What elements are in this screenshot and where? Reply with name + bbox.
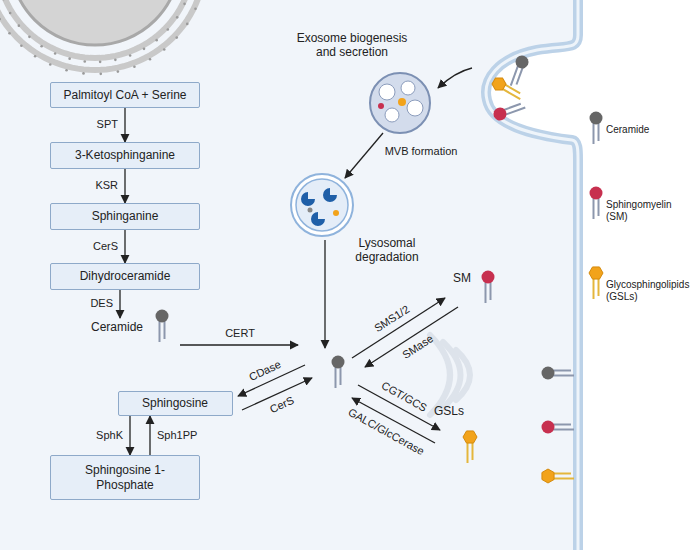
process-box: 3-Ketosphinganine — [50, 142, 200, 169]
process-box: Palmitoyl CoA + Serine — [50, 82, 200, 108]
node-text: Palmitoyl CoA + Serine — [63, 88, 186, 102]
nucleus-er — [0, 0, 203, 75]
mvb — [370, 73, 430, 133]
node-text: Dihydroceramide — [80, 269, 171, 283]
legend-text: Sphingomyelin (SM) — [606, 199, 696, 223]
cer-icon — [507, 54, 530, 89]
pathway-arrows — [180, 68, 472, 443]
enzyme-label: GSLs — [434, 404, 464, 418]
golgi — [430, 335, 470, 415]
reaction-arrow — [124, 230, 125, 263]
process-box: Sphingosine — [118, 391, 233, 416]
reaction-arrow — [124, 108, 125, 142]
process-box: Sphinganine — [50, 203, 200, 230]
gsl-icon — [463, 431, 477, 463]
node-text: Sphingosine 1-Phosphate — [75, 463, 175, 492]
node-text: Sphingosine — [142, 396, 208, 410]
process-box: Dihydroceramide — [50, 263, 200, 290]
reaction-arrow — [124, 169, 125, 203]
sm-icon — [482, 271, 495, 304]
lipid-icons — [156, 54, 604, 483]
node-text: 3-Ketosphinganine — [75, 148, 175, 162]
enzyme-label: CerS — [93, 240, 118, 253]
plasma-membrane — [486, 0, 578, 550]
legend-text: Ceramide — [606, 124, 696, 136]
sm-icon — [590, 187, 603, 220]
lysosome — [291, 174, 353, 236]
enzyme-label: SPT — [97, 118, 118, 131]
gsl-icon — [542, 469, 574, 483]
gsl-icon — [589, 267, 603, 299]
cer-icon — [542, 367, 575, 380]
extracellular-space — [486, 0, 700, 550]
node-text: Ceramide — [91, 320, 143, 334]
sm-icon — [492, 99, 527, 122]
process-label: MVB formation — [385, 145, 458, 158]
sm-icon — [542, 421, 575, 434]
cer-icon — [590, 112, 603, 145]
enzyme-label: DES — [90, 297, 113, 310]
enzyme-label: KSR — [95, 179, 118, 192]
enzyme-label: CERT — [225, 327, 255, 340]
process-box: Sphingosine 1-Phosphate — [50, 455, 200, 500]
cer-icon — [332, 356, 345, 389]
enzyme-label: SM — [453, 271, 471, 285]
reaction-arrow — [129, 416, 130, 455]
enzyme-label: SphK — [96, 429, 123, 442]
reaction-arrow — [119, 290, 120, 318]
reaction-arrow — [149, 416, 150, 455]
process-label: Exosome biogenesis and secretion — [290, 31, 415, 60]
enzyme-label: Sph1PP — [157, 429, 197, 442]
membrane-core — [486, 0, 578, 550]
metabolite-label: Ceramide — [87, 318, 147, 336]
gsl-icon — [490, 75, 525, 103]
cer-icon — [156, 310, 169, 343]
node-text: Sphinganine — [92, 209, 159, 223]
legend-text: Glycosphingolipids (GSLs) — [606, 279, 696, 303]
process-label: Lysosomal degradation — [347, 236, 427, 265]
